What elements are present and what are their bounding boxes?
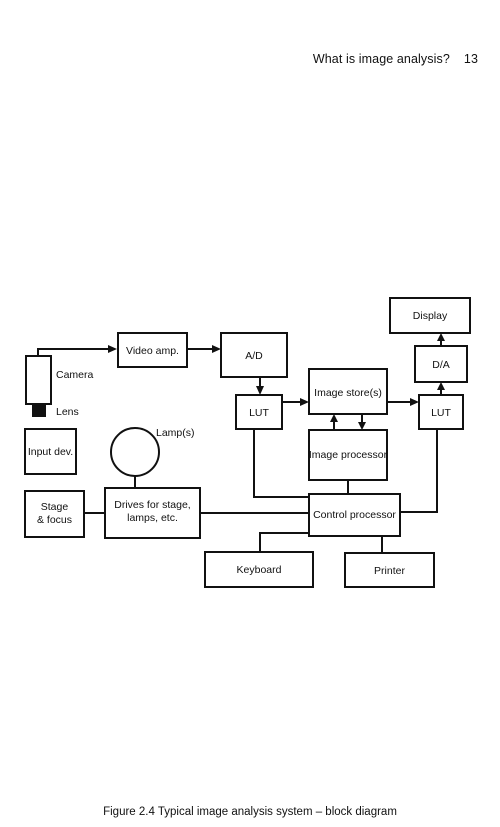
connector-camera-video-amp xyxy=(37,348,109,356)
connector-lut-left-control xyxy=(253,429,309,498)
arrowhead-image-store xyxy=(300,398,309,406)
lamp-label: Lamp(s) xyxy=(156,427,195,439)
display-label: Display xyxy=(413,310,448,322)
display-box xyxy=(389,297,471,334)
arrowhead-lut-right xyxy=(410,398,419,406)
video-amp-label: Video amp. xyxy=(126,345,179,357)
keyboard-box xyxy=(204,551,314,588)
lens-block xyxy=(32,404,46,417)
da-box xyxy=(414,345,468,383)
video-amp-box xyxy=(117,332,188,368)
page-number: 13 xyxy=(463,52,478,66)
lamp-circle xyxy=(110,427,160,477)
arrowhead-display xyxy=(437,333,445,341)
camera-label: Camera xyxy=(56,369,94,381)
running-head: What is image analysis? 13 xyxy=(313,52,478,66)
control-processor-box xyxy=(308,493,401,537)
stage-focus-box xyxy=(24,490,85,538)
lens-label: Lens xyxy=(56,406,79,418)
running-head-title: What is image analysis? xyxy=(312,52,450,66)
printer-label: Printer xyxy=(374,565,405,577)
printer-box xyxy=(344,552,435,588)
control-processor-label: Control processor xyxy=(313,509,396,521)
arrowhead-up-store xyxy=(330,414,338,422)
da-label: D/A xyxy=(432,359,450,371)
stage-label-line2: & focus xyxy=(37,514,72,526)
connector-lut-right-control xyxy=(400,429,438,513)
drives-label-line1: Drives for stage, xyxy=(114,499,190,511)
lut-left-box xyxy=(235,394,283,430)
camera-body xyxy=(25,355,52,405)
arrowhead-video-amp xyxy=(108,345,117,353)
lut-left-label: LUT xyxy=(249,407,269,419)
image-store-box xyxy=(308,368,388,415)
image-processor-label: Image processor xyxy=(309,449,388,461)
drives-label-line2: lamps, etc. xyxy=(127,512,178,524)
connector-control-keyboard xyxy=(259,532,309,552)
stage-label-line1: Stage xyxy=(41,501,69,513)
keyboard-label: Keyboard xyxy=(237,564,282,576)
ad-box xyxy=(220,332,288,378)
input-device-label: Input dev. xyxy=(28,446,73,458)
arrowhead-ad xyxy=(212,345,221,353)
lut-right-box xyxy=(418,394,464,430)
ad-label: A/D xyxy=(245,350,263,362)
arrowhead-down-processor xyxy=(358,422,366,430)
arrowhead-lut-left xyxy=(256,386,264,395)
input-device-box xyxy=(24,428,77,475)
figure-caption: Figure 2.4 Typical image analysis system… xyxy=(103,806,397,818)
arrowhead-da xyxy=(437,382,445,390)
image-store-label: Image store(s) xyxy=(314,387,382,399)
lut-right-label: LUT xyxy=(431,407,451,419)
